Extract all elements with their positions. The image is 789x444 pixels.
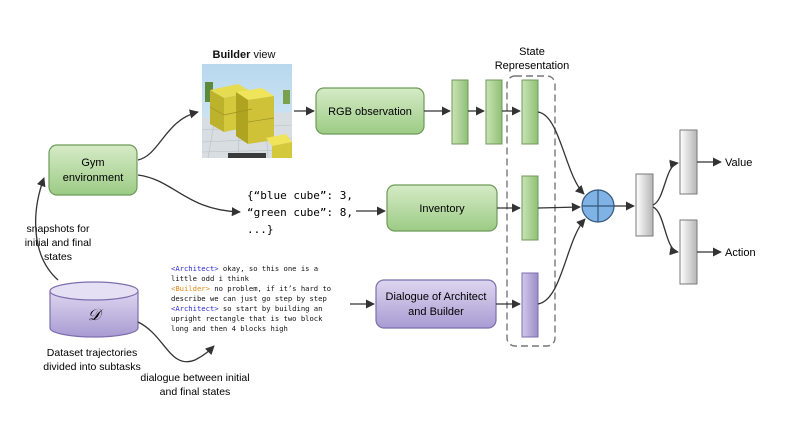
dialogue-between-label-1: dialogue between initial [140,372,249,384]
inventory-text-line-1: {“blue cube”: 3, [247,189,353,202]
snapshots-label-1: snapshots for [26,223,90,235]
rgb-state-bar [521,79,539,145]
dialogue-line-2a: <Builder> no problem, if it’s hard to [171,284,331,293]
value-output-label: Value [725,157,752,169]
dialogue-line-1b: little odd i think [171,274,250,283]
gym-environment-label-2: environment [63,172,124,184]
dialogue-line-1a: <Architect> okay, so this one is a [171,264,318,273]
shared-head-bar [635,173,654,237]
state-representation-dashed-box [506,75,556,347]
dialogue-line-2b: describe we can just go step by step [171,294,327,303]
fusion-plus-icon [581,189,615,223]
inventory-state-bar [521,175,539,241]
dialogue-box [375,279,497,329]
builder-view-image [201,64,293,159]
snapshots-label-3: states [44,251,72,263]
rgb-feature-bar-1 [451,79,469,145]
rgb-feature-bar-2 [485,79,503,145]
dataset-cylinder [49,281,139,338]
action-head-bar [679,219,698,285]
state-representation-label-2: Representation [495,60,570,72]
dataset-caption-2: divided into subtasks [43,361,140,373]
builder-view-title: Builder view [213,49,276,61]
rgb-observation-label: RGB observation [328,106,412,118]
builder-view-title-rest: view [250,49,275,61]
dataset-symbol: 𝒟 [88,305,104,324]
dialogue-sample: <Architect> okay, so this one is a littl… [171,264,331,333]
dialogue-box-label-1: Dialogue of Architect [386,291,487,303]
dialogue-line-3b: upright rectangle that is two block [171,314,323,323]
dataset-caption-1: Dataset trajectories [47,347,137,359]
dialogue-between-label-2: and final states [160,386,231,398]
inventory-text-line-3: ...} [247,223,274,236]
inventory-text-line-2: “green cube”: 8, [247,206,353,219]
dialogue-state-bar [521,272,539,338]
gym-environment-box [48,144,138,196]
builder-view-title-bold: Builder [213,49,252,61]
dialogue-line-3c: long and then 4 blocks high [171,324,288,333]
value-head-bar [679,129,698,195]
dialogue-box-label-2: and Builder [408,306,464,318]
snapshots-label-2: initial and final [25,237,92,249]
connection-arrows [35,106,722,363]
dialogue-line-3a: <Architect> so start by building an [171,304,322,313]
state-representation-label-1: State [519,46,545,58]
action-output-label: Action [725,247,756,259]
inventory-label: Inventory [419,203,465,215]
gym-environment-label-1: Gym [81,157,104,169]
